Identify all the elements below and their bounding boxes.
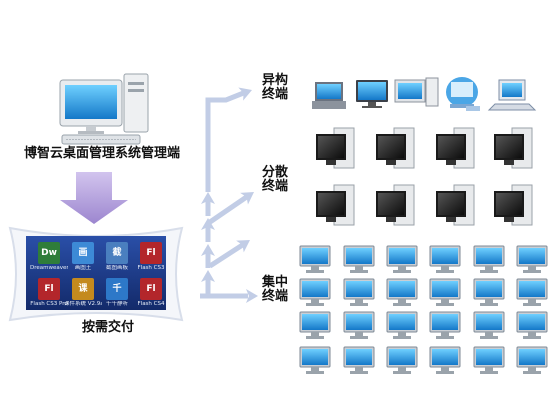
flash-pro-icon: Fl (38, 278, 60, 300)
centralized-terminal (299, 245, 331, 273)
thin-client-terminal (436, 184, 475, 226)
centralized-terminal (343, 278, 375, 306)
centralized-terminal (516, 346, 548, 374)
centralized-terminal (386, 245, 418, 273)
centralized-terminal (473, 346, 505, 374)
centralized-terminal (429, 346, 461, 374)
trunk-arrowhead (201, 192, 215, 204)
thin-client-terminal (376, 184, 415, 226)
courseware-icon: 课 (72, 278, 94, 300)
centralized-terminal (299, 346, 331, 374)
desktop-app-name: 课件系统 V2.9alt (64, 301, 102, 307)
paint-icon: 画 (72, 242, 94, 264)
thin-client-terminal (316, 184, 355, 226)
thin-client-terminal (494, 184, 533, 226)
screenshot-icon: 截 (106, 242, 128, 264)
desktop-app-name: Flash CS4 (137, 301, 165, 307)
arrowhead-distributed (240, 192, 254, 205)
centralized-terminals (299, 245, 548, 374)
management-server-computer (59, 73, 149, 145)
centralized-terminal (473, 311, 505, 339)
centralized-terminal (299, 311, 331, 339)
centralized-terminal (343, 311, 375, 339)
centralized-terminal (429, 311, 461, 339)
centralized-terminal (516, 311, 548, 339)
desktop-app-name: 截图画板 (105, 265, 128, 271)
centralized-terminal (386, 278, 418, 306)
centralized-terminal (516, 278, 548, 306)
desktop-app-name: Flash CS3 Pro (30, 301, 68, 307)
trunk-arrowhead (201, 244, 215, 256)
arrow-tree (200, 87, 258, 303)
down-arrow (60, 172, 128, 224)
arrowhead-centralized (246, 289, 258, 303)
centralized-terminal (516, 245, 548, 273)
desktop-app-name: 千千静听 (105, 301, 128, 307)
desktop-app-name: 画图王 (74, 265, 92, 271)
on-demand-delivery-label: 按需交付 (82, 320, 135, 335)
trunk-arrowhead (201, 270, 215, 282)
arrowhead-centralized-upper (236, 240, 250, 253)
thin-client-terminal (494, 127, 533, 169)
centralized-terminal (386, 311, 418, 339)
flash-icon: Fl (140, 242, 162, 264)
distributed-terminals-label: 分散 终端 (262, 165, 289, 194)
centralized-terminal (429, 245, 461, 273)
thin-client-terminal (376, 127, 415, 169)
centralized-terminal (343, 346, 375, 374)
arrowhead-heterogeneous (238, 87, 252, 101)
heterogeneous-terminals-label: 异构 终端 (262, 73, 289, 102)
desktop-app-name: Flash CS3 (137, 265, 165, 271)
centralized-terminal (343, 245, 375, 273)
thin-client-terminal (316, 127, 355, 169)
centralized-terminal (473, 278, 505, 306)
desktop-app-tile[interactable]: 千千千静听 (98, 276, 136, 318)
centralized-terminal (473, 245, 505, 273)
centralized-terminal (386, 346, 418, 374)
trunk-arrowhead (201, 218, 215, 230)
thin-client-terminal (436, 127, 475, 169)
desktop-app-tile[interactable]: 截截图画板 (98, 240, 136, 282)
arrow-to-heterogeneous (205, 89, 247, 192)
arrow-to-distributed (208, 193, 250, 225)
desktop-app-tile[interactable]: 画画图王 (64, 240, 102, 282)
dreamweaver-icon: Dw (38, 242, 60, 264)
centralized-terminal (299, 278, 331, 306)
flash-cs4-icon: Fl (140, 278, 162, 300)
centralized-terminals-label: 集中 终端 (262, 275, 289, 304)
music-player-icon: 千 (106, 278, 128, 300)
arrow-to-centralized-upper (208, 241, 246, 269)
centralized-terminal (429, 278, 461, 306)
heterogeneous-terminals (312, 77, 537, 111)
desktop-app-name: Dreamweaver CS3 (30, 265, 68, 271)
management-server-label: 博智云桌面管理系统管理端 (24, 146, 181, 161)
distributed-terminals (316, 127, 533, 226)
